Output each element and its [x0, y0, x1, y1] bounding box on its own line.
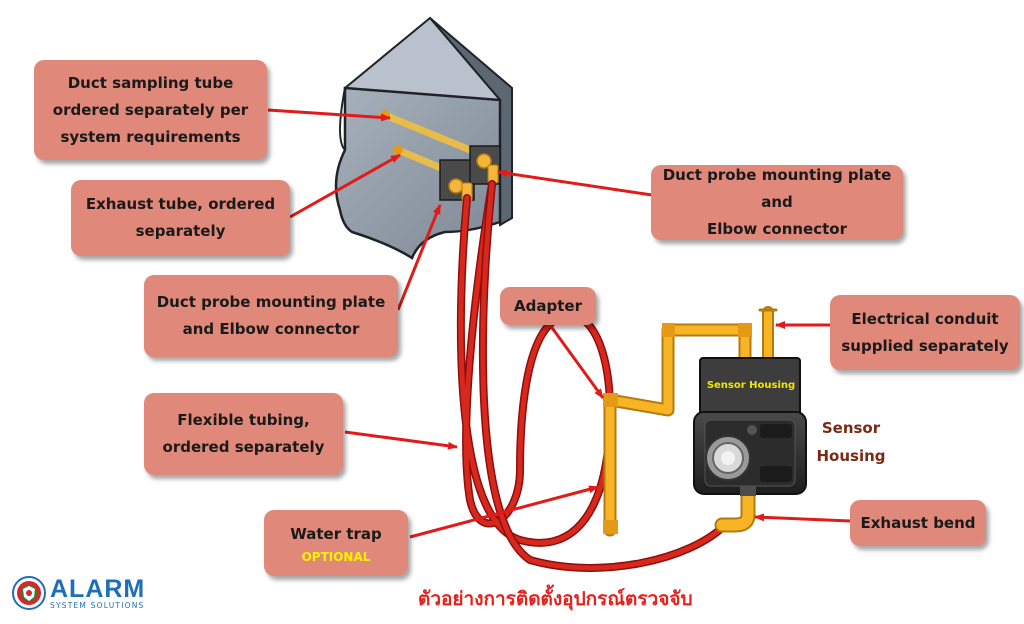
callout-line: Duct sampling tube	[67, 73, 234, 92]
logo-title: ALARM	[50, 574, 146, 603]
label-line: Housing	[816, 447, 886, 465]
sensor-housing-label: Sensor Housing	[808, 414, 894, 470]
callout-probe-plate-right: Duct probe mounting plate and Elbow conn…	[651, 165, 903, 240]
housing-panel-text: Sensor Housing	[706, 380, 796, 391]
callout-line: Adapter	[514, 296, 582, 315]
sensor-housing-unit	[693, 357, 807, 496]
callout-line: separately	[135, 222, 226, 240]
callout-electrical-conduit: Electrical conduit supplied separately	[830, 295, 1020, 370]
callout-line: supplied separately	[841, 336, 1009, 355]
callout-line: Exhaust bend	[860, 513, 976, 532]
callout-adapter: Adapter	[500, 287, 596, 325]
callout-line: system requirements	[60, 127, 241, 146]
label-line: Sensor	[821, 419, 881, 437]
callout-line: Exhaust tube, ordered	[85, 195, 276, 213]
callout-line: Duct probe mounting plate and	[662, 166, 892, 211]
callout-line: Duct probe mounting plate	[156, 293, 386, 311]
callout-water-trap: Water trap OPTIONAL	[264, 510, 408, 576]
callout-duct-sampling-tube: Duct sampling tube ordered separately pe…	[34, 60, 267, 160]
callout-exhaust-tube: Exhaust tube, ordered separately	[71, 180, 290, 256]
callout-line: Flexible tubing,	[177, 411, 310, 429]
optional-tag: OPTIONAL	[301, 549, 371, 564]
duct	[334, 16, 513, 260]
diagram-caption: ตัวอย่างการติดตั้งอุปกรณ์ตรวจจับ	[418, 588, 693, 610]
shield-logo-icon	[12, 576, 46, 610]
callout-line: Water trap	[290, 524, 382, 543]
arrows	[267, 108, 851, 539]
callout-line: Elbow connector	[706, 220, 847, 238]
yellow-piping	[603, 306, 778, 537]
flexible-tubing	[456, 180, 729, 572]
callout-flexible-tubing: Flexible tubing, ordered separately	[144, 393, 343, 475]
callout-line: and Elbow connector	[182, 320, 360, 338]
callout-line: ordered separately	[162, 438, 325, 456]
callout-line: ordered separately per	[52, 100, 249, 119]
logo-subtitle: SYSTEM SOLUTIONS	[50, 600, 145, 610]
callout-exhaust-bend: Exhaust bend	[850, 500, 986, 546]
company-logo: ALARM SYSTEM SOLUTIONS	[12, 576, 145, 610]
callout-probe-plate-left: Duct probe mounting plate and Elbow conn…	[144, 275, 398, 357]
callout-line: Electrical conduit	[851, 309, 999, 328]
